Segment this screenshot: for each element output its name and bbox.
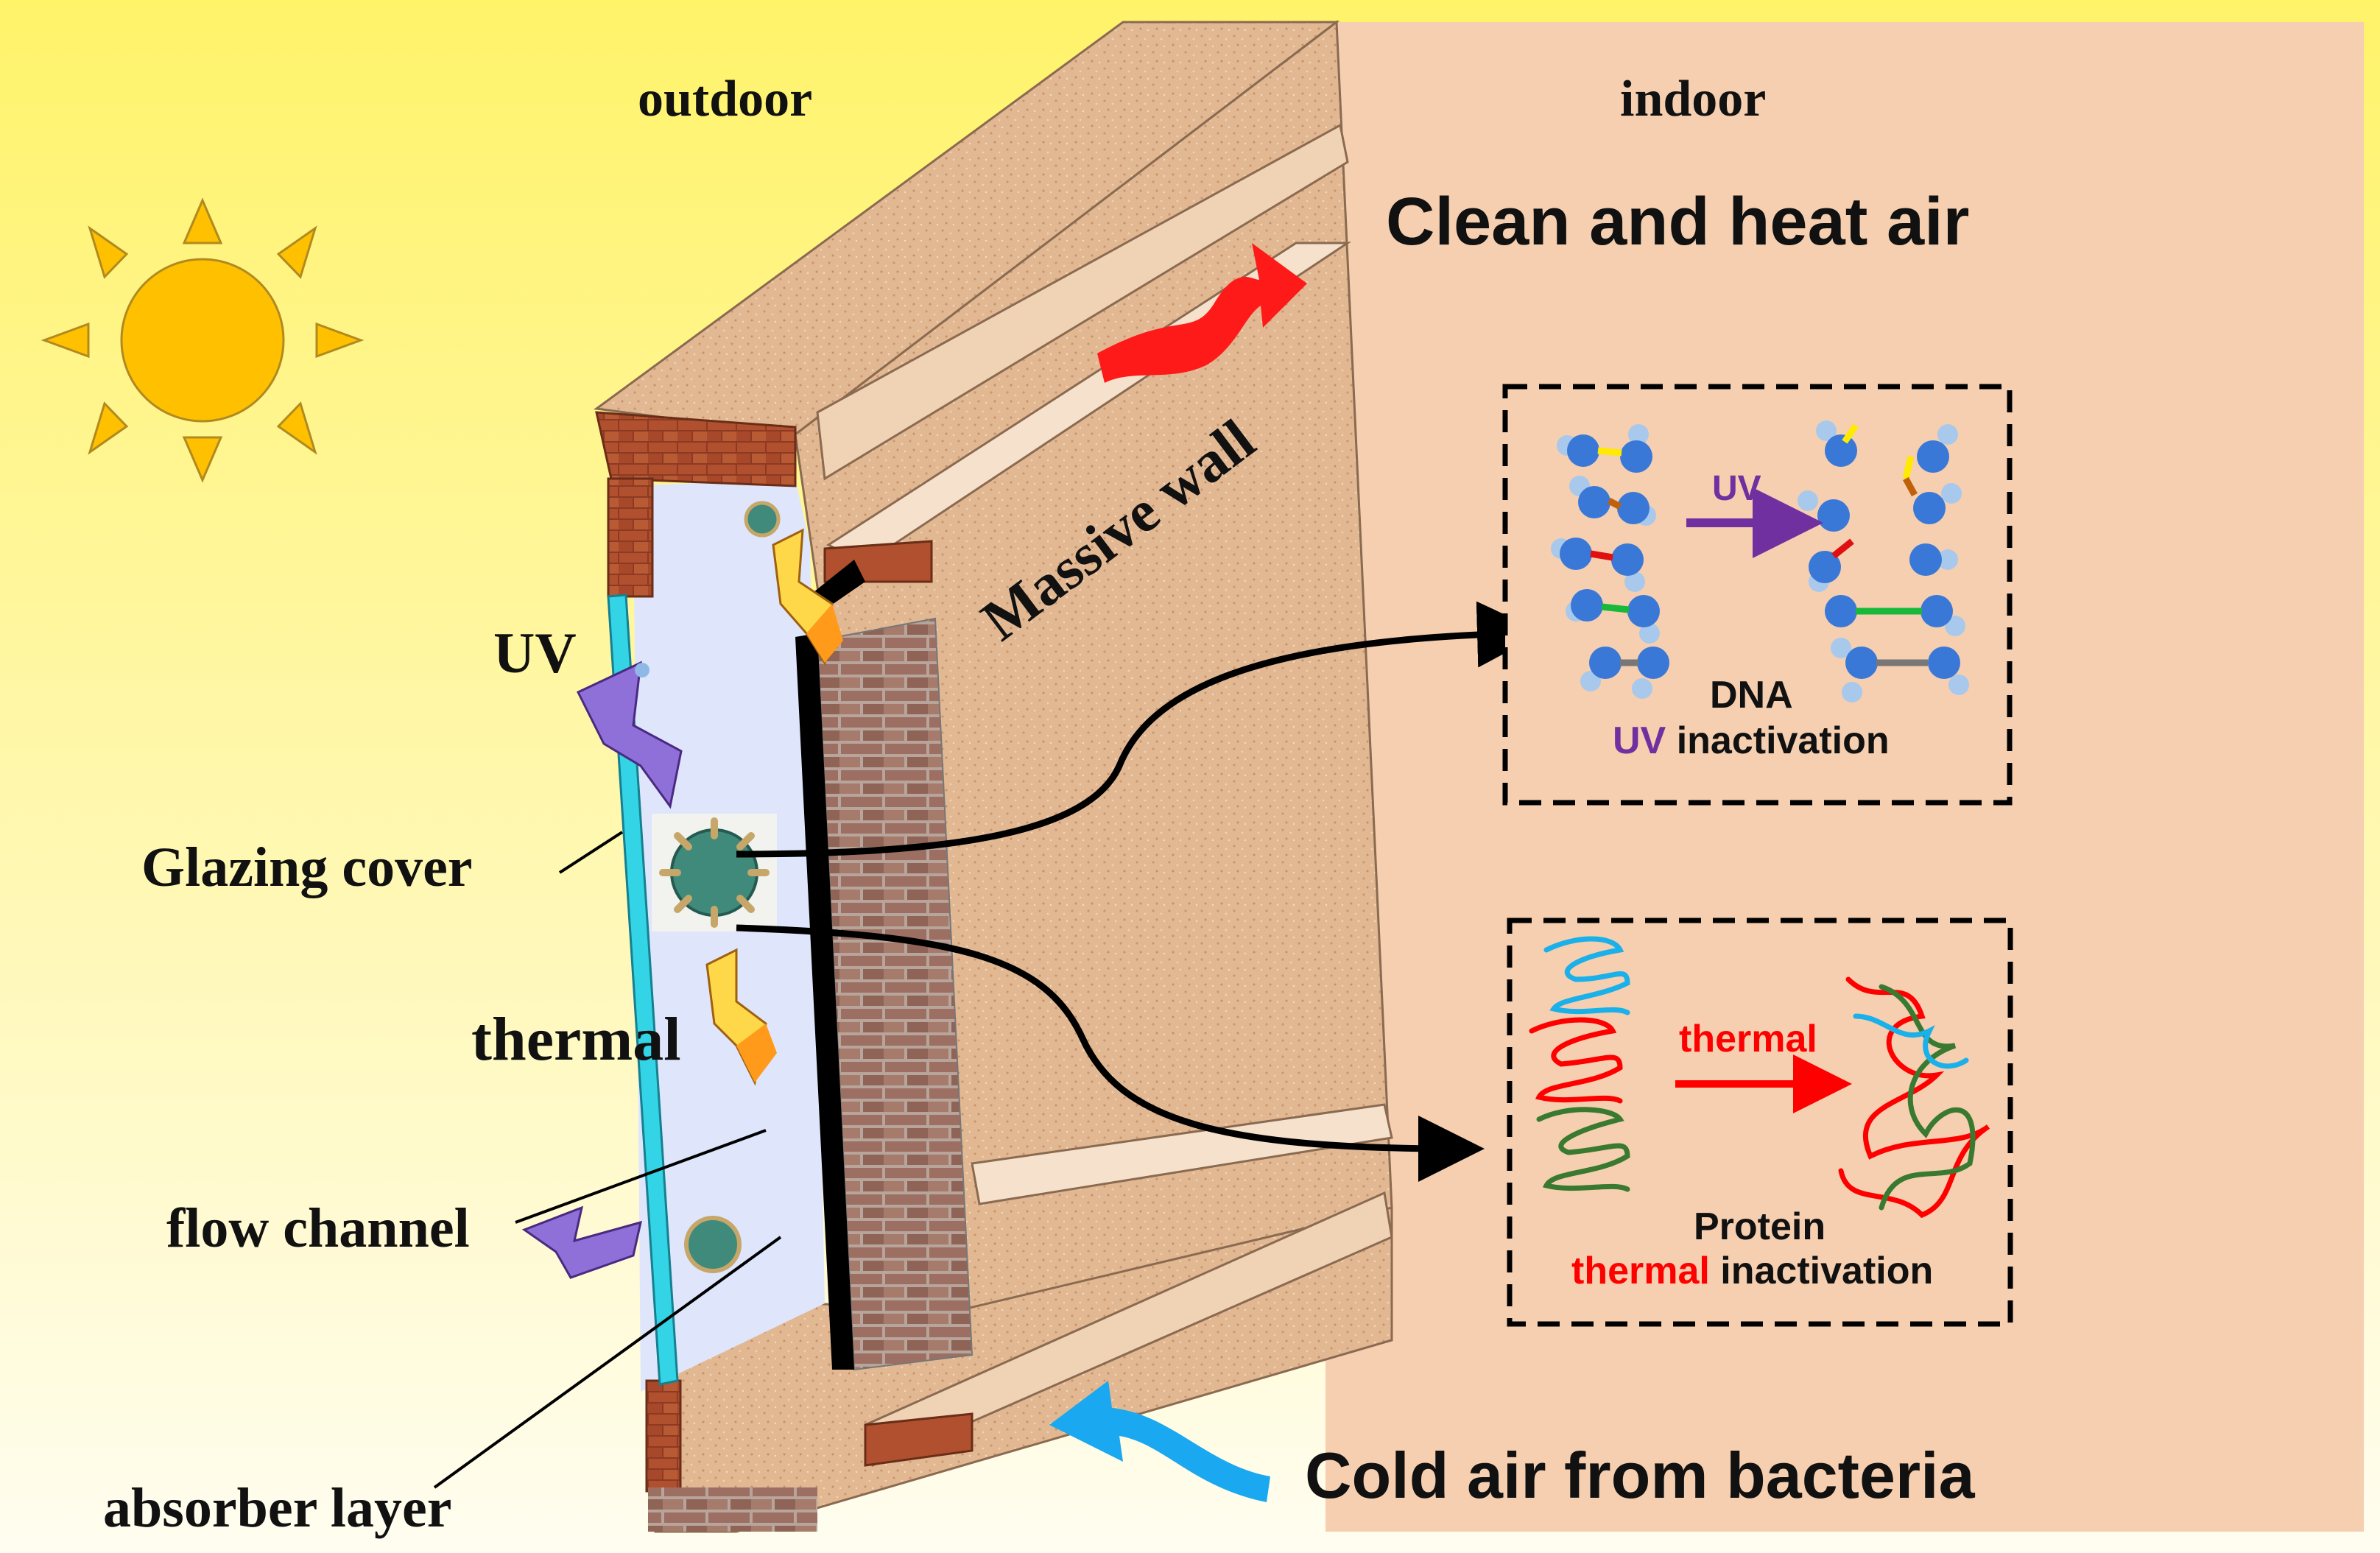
dna-title: DNA — [1710, 674, 1793, 716]
uv-bolt-icon — [521, 1205, 643, 1279]
dna-icon — [1551, 420, 1969, 702]
top-brick-header — [595, 411, 797, 487]
uv-droplet-icon — [635, 663, 649, 677]
indoor-label: indoor — [1620, 71, 1767, 127]
protein-caption-highlight: thermal — [1571, 1250, 1710, 1292]
bottom-vent-front — [864, 1412, 974, 1467]
thermal-bolt-tip — [736, 1024, 777, 1082]
bacteria-icon — [684, 1216, 742, 1273]
glazing-cover — [607, 594, 679, 1386]
flow-channel-leader — [515, 1129, 767, 1224]
hot-air-arrow — [1097, 243, 1307, 383]
dna-uv-arrow-label: UV — [1712, 469, 1761, 508]
bacteria-icon — [652, 814, 777, 932]
bottom-brick-post — [645, 1379, 682, 1493]
cold-air-label: Cold air from bacteria — [1305, 1439, 1975, 1512]
absorber-leader — [433, 1236, 782, 1489]
sun-icon — [41, 197, 365, 483]
thermal-bolt-tip — [806, 604, 843, 663]
cold-air-arrow — [1049, 1381, 1270, 1502]
protein-inactivation-box — [1507, 918, 2013, 1327]
glazing-cover-label: Glazing cover — [141, 837, 473, 898]
bottom-vent-upper — [971, 1103, 1393, 1205]
outdoor-label: outdoor — [638, 71, 813, 127]
bacteria-icon — [744, 501, 781, 538]
thermal-label: thermal — [471, 1005, 681, 1074]
flow-channel-label: flow channel — [166, 1197, 470, 1259]
dna-connector-arrow — [736, 601, 1543, 858]
bottom-brick-footing — [648, 1487, 817, 1532]
protein-icon — [1529, 936, 1990, 1219]
clean-heat-air-label: Clean and heat air — [1386, 184, 1970, 259]
protein-connector-arrow — [736, 924, 1485, 1182]
absorber-layer-strip — [795, 633, 854, 1370]
protein-thermal-arrow-label: thermal — [1679, 1018, 1817, 1060]
top-vent-upper — [816, 123, 1349, 481]
dna-caption-rest: inactivation — [1666, 719, 1890, 762]
protein-title: Protein — [1694, 1205, 1826, 1248]
protein-caption-rest: inactivation — [1709, 1250, 1934, 1292]
dna-caption: UV inactivation — [1613, 722, 1890, 760]
top-brick-post — [607, 477, 654, 598]
dna-caption-highlight: UV — [1613, 719, 1666, 762]
uv-label: UV — [493, 621, 577, 685]
protein-caption: thermal inactivation — [1571, 1252, 1933, 1290]
glazing-leader — [558, 831, 624, 874]
absorber-layer-label: absorber layer — [103, 1477, 452, 1539]
flow-channel — [633, 479, 825, 1392]
